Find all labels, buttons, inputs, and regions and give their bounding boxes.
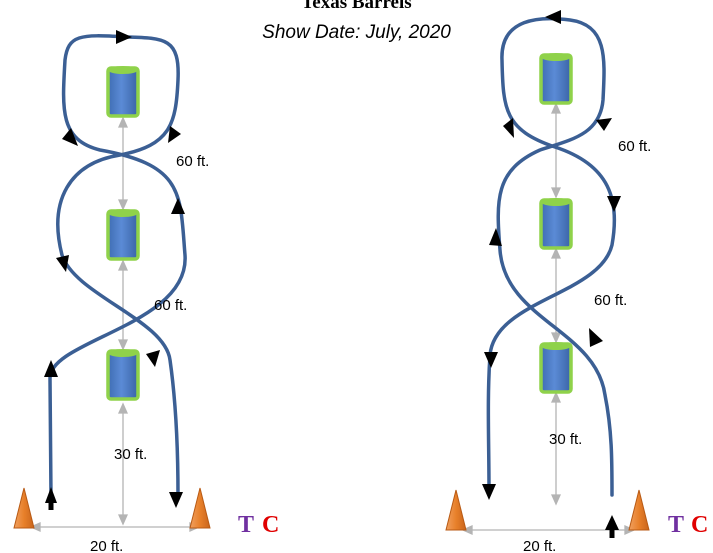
left-logo-c: C bbox=[262, 512, 279, 538]
direction-arrow bbox=[607, 196, 621, 212]
right-label-start-bottom: 30 ft. bbox=[549, 431, 582, 448]
right-right-cone bbox=[628, 489, 650, 531]
left-label-start-bottom: 30 ft. bbox=[114, 446, 147, 463]
right-barrel-top bbox=[539, 53, 573, 105]
right-left-cone bbox=[445, 489, 467, 531]
diagram-subtitle: Show Date: July, 2020 bbox=[262, 22, 451, 43]
direction-arrow bbox=[482, 484, 496, 500]
direction-arrow bbox=[545, 10, 561, 24]
right-barrel-middle bbox=[539, 198, 573, 250]
right-logo-t: T bbox=[668, 512, 684, 538]
direction-arrow bbox=[44, 360, 58, 377]
left-pattern-path bbox=[48, 34, 187, 499]
right-measure-arrowhead bbox=[550, 494, 562, 506]
right-measure-lines bbox=[461, 102, 636, 536]
left-measure-lines bbox=[29, 116, 201, 533]
left-measure-arrowhead bbox=[117, 514, 129, 526]
left-barrel-middle bbox=[106, 209, 140, 261]
left-start-cone bbox=[13, 487, 35, 529]
left-measure-arrowhead bbox=[117, 402, 129, 414]
left-measure-arrowhead bbox=[117, 339, 129, 351]
direction-arrow bbox=[45, 487, 57, 503]
right-measure-arrowhead bbox=[461, 524, 473, 536]
right-measure-arrowhead bbox=[550, 102, 562, 114]
direction-arrow bbox=[605, 515, 619, 530]
left-pattern: 60 ft. 60 ft. 30 ft. 20 ft. T C bbox=[13, 30, 279, 553]
left-label-middle-bottom: 60 ft. bbox=[154, 297, 187, 314]
direction-arrow bbox=[168, 126, 181, 143]
right-measure-arrowhead bbox=[550, 187, 562, 199]
left-logo-t: T bbox=[238, 512, 254, 538]
right-barrel-bottom bbox=[539, 342, 573, 394]
right-label-middle-bottom: 60 ft. bbox=[594, 292, 627, 309]
direction-arrow bbox=[589, 328, 603, 347]
direction-arrow bbox=[171, 198, 185, 214]
left-measure-arrowhead bbox=[117, 116, 129, 128]
direction-arrow bbox=[169, 492, 183, 508]
right-start-cone bbox=[189, 487, 211, 529]
direction-arrow-tail bbox=[48, 500, 54, 510]
direction-arrow-tail bbox=[609, 528, 615, 538]
right-measure-arrowhead bbox=[550, 332, 562, 344]
left-measure-arrowhead bbox=[117, 199, 129, 211]
diagram-title: Texas Barrels bbox=[301, 0, 412, 13]
direction-arrow bbox=[56, 255, 69, 272]
left-label-top-middle: 60 ft. bbox=[176, 153, 209, 170]
left-measure-arrowhead bbox=[29, 521, 41, 533]
direction-arrow bbox=[484, 352, 498, 368]
right-measure-arrowhead bbox=[550, 247, 562, 259]
right-direction-arrows bbox=[482, 10, 621, 538]
direction-arrow bbox=[489, 228, 502, 246]
right-pattern: 60 ft. 60 ft. 30 ft. 20 ft. T C bbox=[445, 10, 708, 553]
direction-arrow bbox=[62, 128, 78, 146]
left-barrel-top bbox=[106, 66, 140, 118]
left-label-start-line: 20 ft. bbox=[90, 538, 123, 553]
direction-arrow bbox=[146, 350, 160, 367]
right-label-start-line: 20 ft. bbox=[523, 538, 556, 553]
left-direction-arrows bbox=[44, 30, 185, 510]
right-measure-arrowhead bbox=[550, 391, 562, 403]
direction-arrow bbox=[596, 118, 612, 131]
left-barrel-bottom bbox=[106, 349, 140, 401]
direction-arrow bbox=[503, 118, 514, 138]
right-logo-c: C bbox=[691, 512, 708, 538]
right-label-top-middle: 60 ft. bbox=[618, 138, 651, 155]
direction-arrow bbox=[116, 30, 132, 44]
right-pattern-path bbox=[486, 16, 617, 497]
left-measure-arrowhead bbox=[117, 259, 129, 271]
